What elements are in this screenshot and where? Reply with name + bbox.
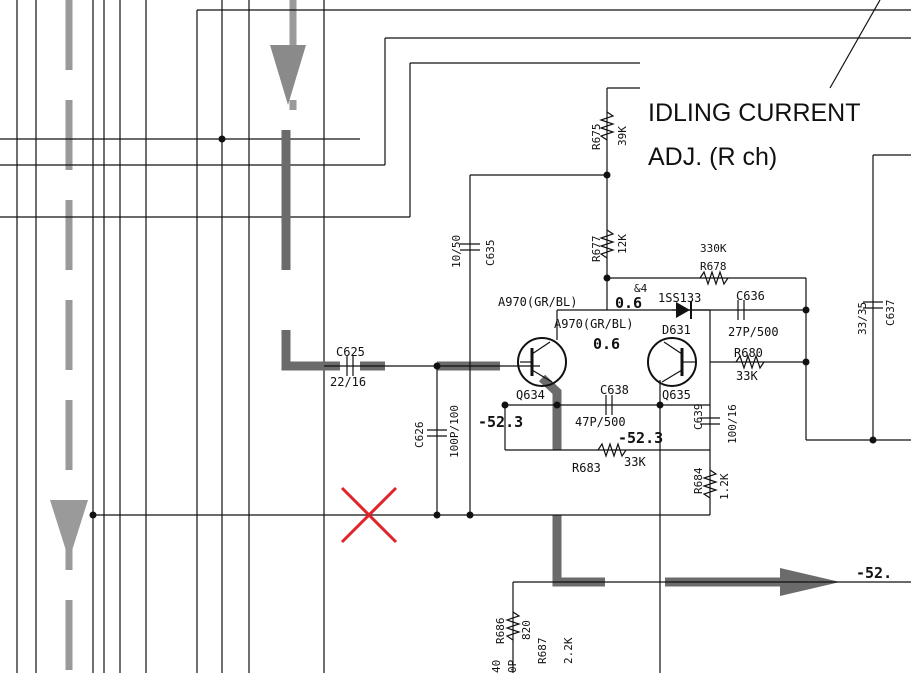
q634-ref: Q634 — [516, 388, 545, 402]
signal-path-thick — [281, 130, 840, 596]
capacitor-c626 — [427, 429, 447, 437]
r678-value: 330K — [700, 242, 727, 255]
c625-value: 22/16 — [330, 375, 366, 389]
transistor-q634 — [517, 337, 567, 387]
r686-ref: R686 — [494, 618, 507, 645]
top-wires — [0, 0, 911, 218]
r680-ref: R680 — [734, 346, 763, 360]
r677-value: 12K — [616, 234, 629, 254]
capacitor-c639 — [700, 417, 720, 425]
resistor-r683 — [597, 442, 627, 458]
resistor-r675 — [599, 111, 615, 141]
r686-value: 820 — [520, 620, 533, 640]
red-cross-mark — [340, 486, 398, 544]
diode-d631 — [676, 301, 692, 319]
c637-ref: C637 — [884, 300, 897, 327]
c638-value: 47P/500 — [575, 415, 626, 429]
r687-ref: R687 — [536, 638, 549, 665]
left-bus-lines — [16, 0, 325, 673]
q635-ref: Q635 — [662, 388, 691, 402]
resistor-r684 — [702, 469, 718, 499]
c638-ref: C638 — [600, 383, 629, 397]
r675-value: 39K — [616, 126, 629, 146]
capacitor-c637 — [863, 301, 883, 309]
r675-ref: R675 — [590, 124, 603, 151]
resistor-r677 — [599, 229, 615, 259]
q634-part: A970(GR/BL) — [498, 295, 577, 309]
r677-ref: R677 — [590, 236, 603, 263]
q635-part: A970(GR/BL) — [554, 317, 633, 331]
r680-value: 33K — [736, 369, 758, 383]
capacitor-c638 — [605, 395, 613, 415]
c637-value: 33/35 — [856, 302, 869, 335]
voltage-output: -52. — [856, 564, 892, 582]
d631-ref: D631 — [662, 323, 691, 337]
capacitor-c625 — [346, 356, 354, 376]
c626-value: 100P/100 — [448, 405, 461, 458]
r683-ref: R683 — [572, 461, 601, 475]
c639-value: 100/16 — [726, 404, 739, 444]
c639-ref: C639 — [692, 404, 705, 431]
voltage-q635-emitter: -52.3 — [618, 429, 663, 447]
capacitor-c636 — [737, 300, 745, 320]
signal-flow-arrow-down-2 — [50, 500, 88, 560]
voltage-q634-emitter: -52.3 — [478, 413, 523, 431]
voltage-q635-base: 0.6 — [593, 335, 620, 353]
c636-ref: C636 — [736, 289, 765, 303]
annotation-title-line2: ADJ. (R ch) — [648, 143, 777, 171]
c626-ref: C626 — [413, 422, 426, 449]
partial-label-cap: 40 — [490, 660, 503, 673]
r687-value: 2.2K — [562, 637, 575, 664]
annotation-title-line1: IDLING CURRENT — [648, 99, 861, 127]
c635-value: 10/50 — [450, 235, 463, 268]
d631-mark: &4 — [634, 282, 648, 295]
d631-part: 1SS133 — [658, 291, 701, 305]
resistor-r678 — [699, 270, 729, 286]
voltage-q634-base: 0.6 — [615, 294, 642, 312]
r683-value: 33K — [624, 455, 646, 469]
c625-ref: C625 — [336, 345, 365, 359]
c636-value: 27P/500 — [728, 325, 779, 339]
r678-ref: R678 — [700, 260, 727, 273]
capacitor-c635 — [460, 243, 480, 251]
partial-label-cap-unit: 0P — [506, 659, 519, 673]
resistor-r680 — [735, 354, 765, 370]
r684-ref: R684 — [692, 467, 705, 494]
r684-value: 1.2K — [718, 473, 731, 500]
signal-flow-arrow-down-1 — [270, 45, 306, 105]
cross-stroke-2 — [340, 486, 398, 544]
c635-ref: C635 — [484, 240, 497, 267]
transistor-q635 — [647, 337, 697, 387]
resistor-r686 — [505, 611, 521, 641]
